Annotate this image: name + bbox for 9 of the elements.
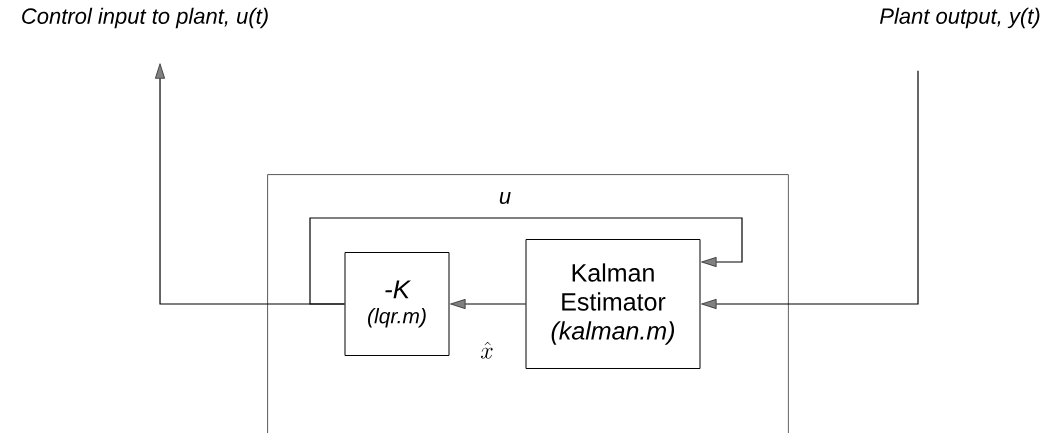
arrow	[450, 299, 527, 309]
block-box: Kalman Estimator (kalman.m)	[525, 239, 701, 369]
edge-label: $\hat{x}$	[478, 339, 496, 361]
signal-label: Control input to plant, u(t)	[22, 7, 268, 29]
arrow	[309, 217, 743, 305]
signal-label: Plant output, y(t)	[880, 7, 1040, 29]
block-box: -K (lqr.m)	[344, 252, 450, 356]
arrow	[701, 70, 919, 309]
edge-label: u	[496, 190, 514, 206]
